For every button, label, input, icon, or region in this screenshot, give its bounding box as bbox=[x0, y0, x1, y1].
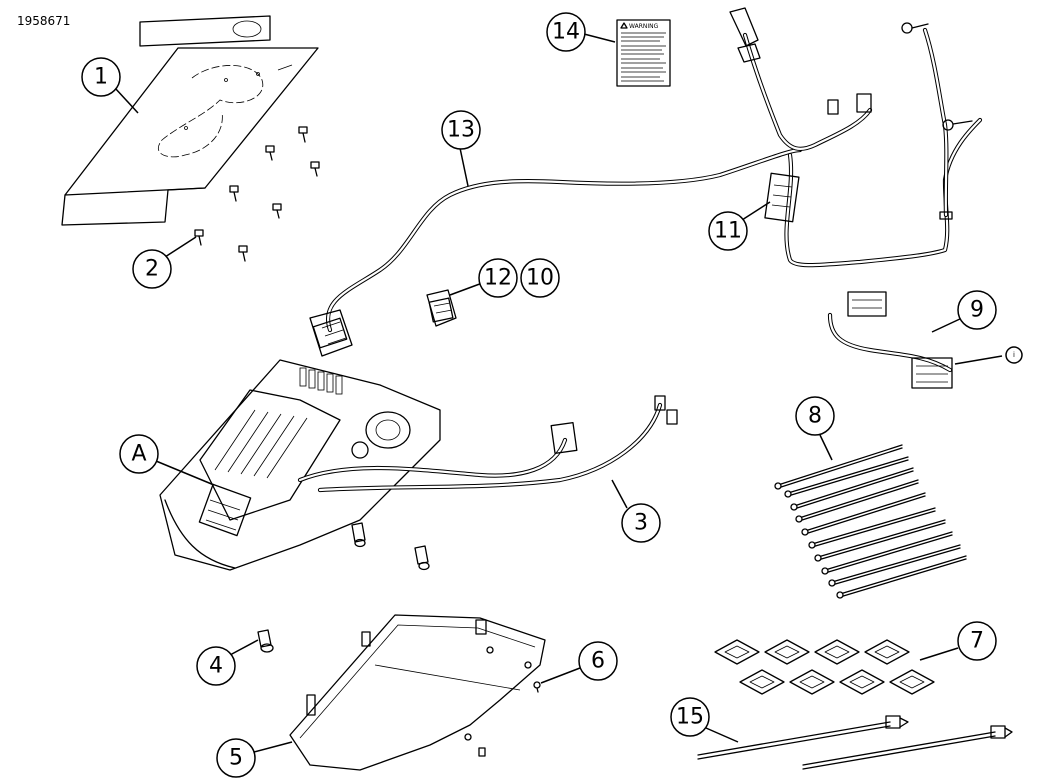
svg-text:15: 15 bbox=[676, 705, 704, 730]
callout-5: 5 bbox=[216, 738, 256, 778]
svg-text:13: 13 bbox=[447, 118, 475, 143]
part-4-bolt bbox=[257, 629, 274, 653]
main-control-module bbox=[159, 359, 441, 571]
part-9-jumper-harness bbox=[827, 291, 953, 389]
part-12-connector bbox=[426, 289, 457, 327]
callout-14: 14 bbox=[546, 12, 586, 52]
callout-6: 6 bbox=[578, 641, 618, 681]
part-7-tie-mounts bbox=[714, 639, 935, 695]
callout-4: 4 bbox=[196, 646, 236, 686]
callout-15: 15 bbox=[670, 697, 710, 737]
svg-text:12: 12 bbox=[484, 266, 512, 291]
svg-text:2: 2 bbox=[145, 257, 159, 282]
callout-8: 8 bbox=[795, 396, 835, 436]
svg-text:9: 9 bbox=[970, 298, 984, 323]
svg-text:6: 6 bbox=[591, 649, 605, 674]
svg-text:1: 1 bbox=[94, 65, 108, 90]
svg-text:i: i bbox=[1013, 351, 1015, 359]
svg-text:8: 8 bbox=[808, 404, 822, 429]
document-id: 1958671 bbox=[17, 14, 70, 28]
callout-13: 13 bbox=[441, 110, 481, 150]
part-5-cover bbox=[289, 614, 546, 771]
warning-label-heading: WARNING bbox=[629, 23, 659, 30]
callout-3: 3 bbox=[621, 503, 661, 543]
svg-text:5: 5 bbox=[229, 746, 243, 771]
callout-10: 10 bbox=[520, 258, 560, 298]
svg-text:10: 10 bbox=[526, 266, 554, 291]
callout-2: 2 bbox=[132, 249, 172, 289]
leader-lines bbox=[114, 33, 1003, 753]
part-14-warning-label: WARNING bbox=[616, 19, 671, 87]
callout-11: 11 bbox=[708, 211, 748, 251]
module-screws bbox=[351, 522, 430, 571]
part-3-pigtail-harness bbox=[297, 395, 678, 493]
part-6-screw bbox=[533, 681, 541, 693]
part-a-connector-block bbox=[198, 483, 252, 537]
part-8-cable-ties bbox=[774, 444, 967, 599]
callout-7: 7 bbox=[957, 621, 997, 661]
part-2-screws bbox=[194, 126, 320, 262]
callout-A: A bbox=[119, 434, 159, 474]
harness-connector bbox=[309, 309, 353, 357]
part-11-harness-assembly bbox=[729, 7, 983, 268]
part-1-mounting-plate bbox=[61, 15, 319, 226]
svg-text:A: A bbox=[131, 442, 146, 467]
svg-text:7: 7 bbox=[970, 629, 984, 654]
part-15-push-mount-ties bbox=[697, 715, 1013, 770]
callout-i: i bbox=[1005, 346, 1023, 364]
svg-text:3: 3 bbox=[634, 511, 648, 536]
callout-12: 12 bbox=[478, 258, 518, 298]
svg-text:14: 14 bbox=[552, 20, 580, 45]
svg-text:4: 4 bbox=[209, 654, 223, 679]
callout-9: 9 bbox=[957, 290, 997, 330]
callout-1: 1 bbox=[81, 57, 121, 97]
svg-text:11: 11 bbox=[714, 219, 742, 244]
part-13-main-harness bbox=[309, 147, 803, 357]
